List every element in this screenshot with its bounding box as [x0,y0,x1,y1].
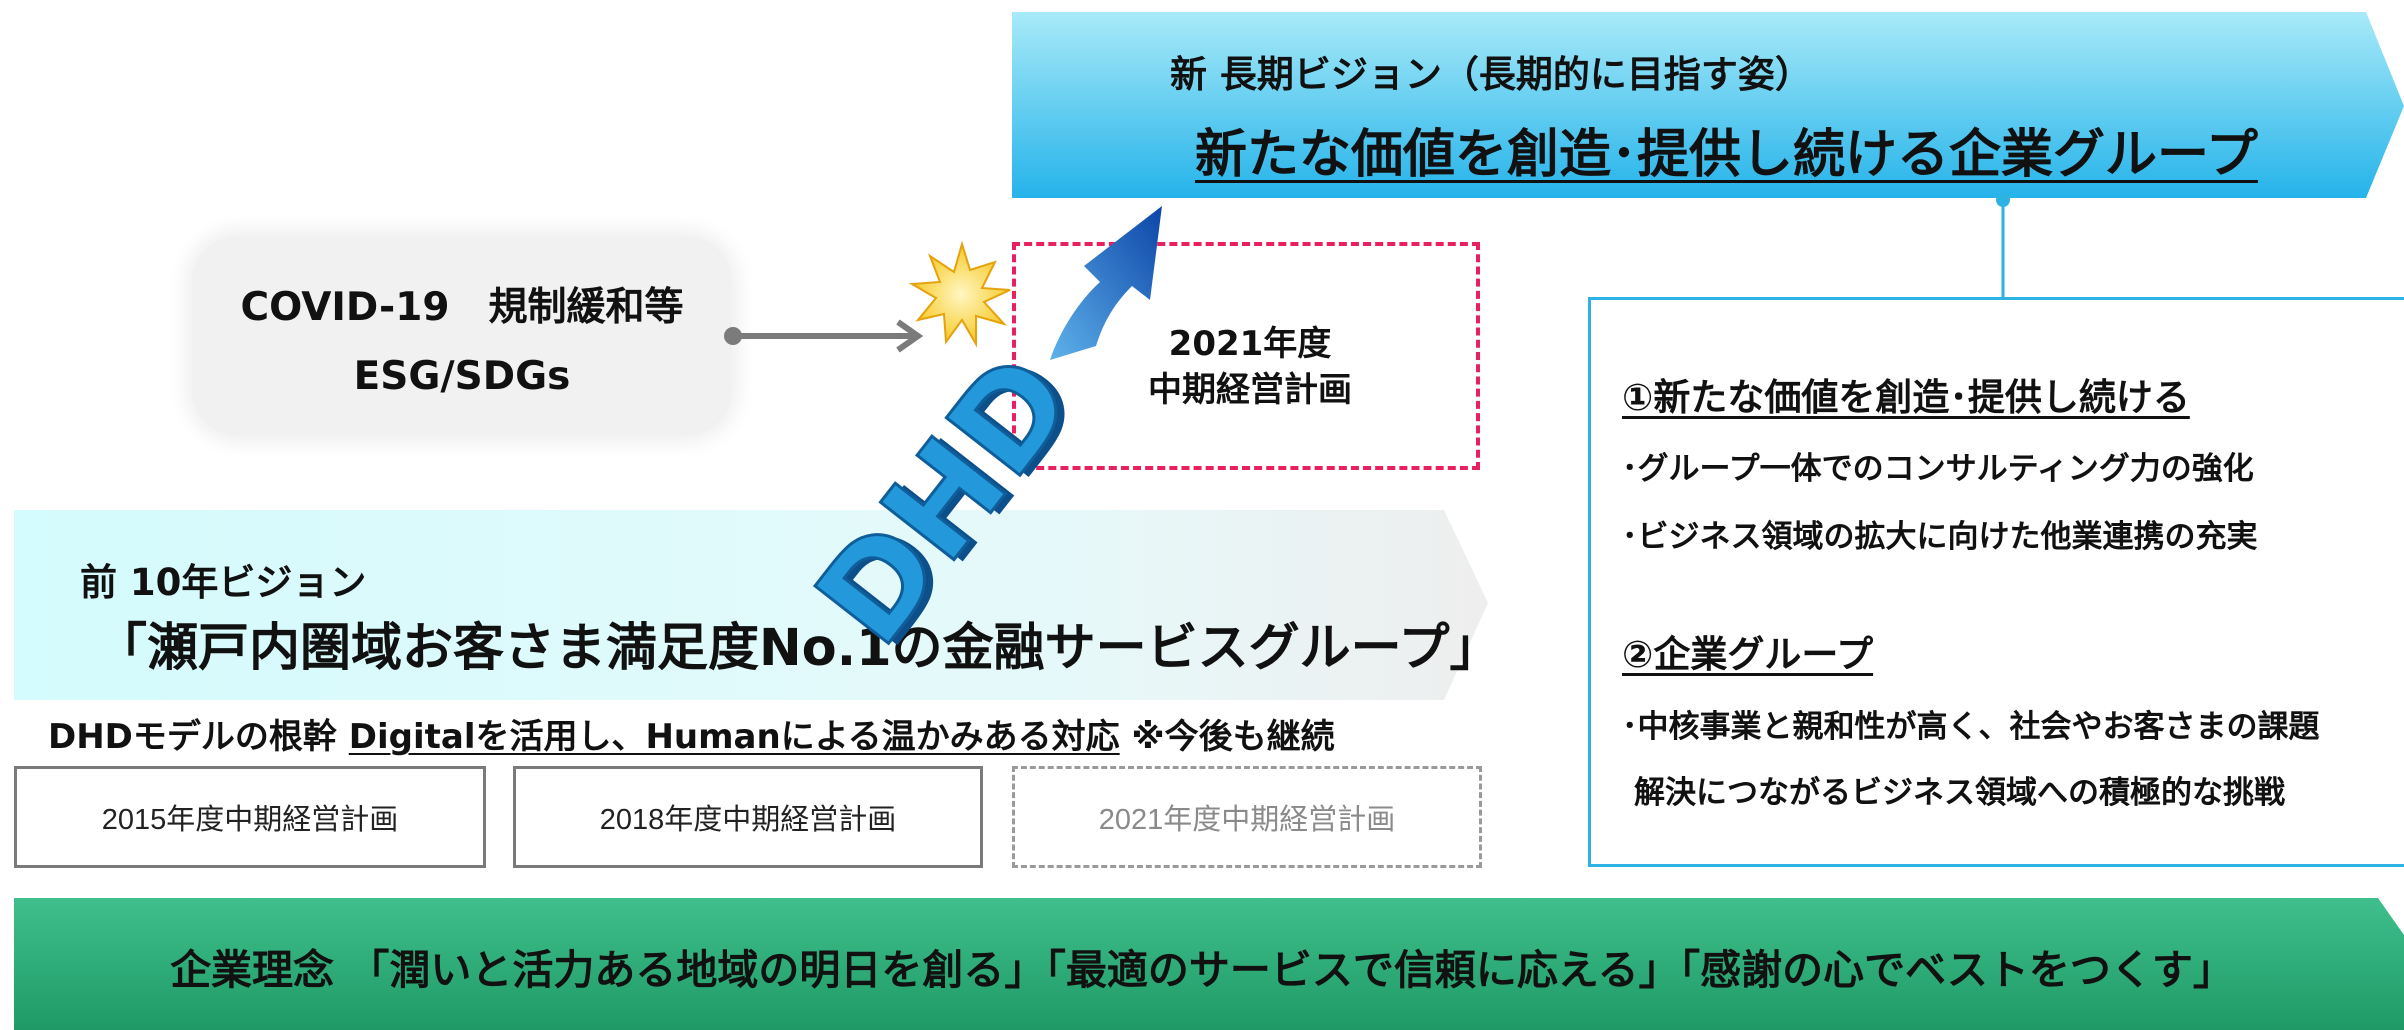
plan-box-2018: 2018年度中期経営計画 [513,766,983,868]
burst-icon [908,240,1011,348]
previous-vision-banner [14,510,1488,700]
dhd-logo-graphic: DHD DHD [787,206,1162,673]
connector-line [1996,193,2010,298]
dhd-model-core: Digitalを活用し、Humanによる温かみある対応 [348,717,1120,757]
goals-panel [1588,297,2404,867]
goal-heading-1: ①新たな価値を創造･提供し続ける [1622,376,2190,419]
previous-vision-title: 「瀬戸内圏域お客さま満足度No.1の金融サービスグループ」 [96,619,1501,678]
dhd-model-suffix: ※今後も継続 [1119,717,1335,757]
goal-item-1-2: ･ビジネス領域の拡大に向けた他業連携の充実 [1622,519,2258,555]
previous-vision-subtitle: 前 10年ビジョン [80,561,367,604]
goal-heading-2: ②企業グループ [1622,633,1874,676]
plan-box-2021: 2021年度中期経営計画 [1012,766,1482,868]
vision-title: 新たな価値を創造･提供し続ける企業グループ [1195,125,2258,185]
trends-line-1: COVID-19 規制緩和等 [240,285,684,330]
plan-box-2015: 2015年度中期経営計画 [14,766,486,868]
plan-2021-name: 中期経営計画 [1148,370,1352,410]
trends-box [192,236,732,436]
goal-item-1-1: ･グループ一体でのコンサルティング力の強化 [1622,451,2254,487]
trends-line-2: ESG/SDGs [353,354,571,399]
rising-arrow-icon [1050,206,1162,360]
goal-item-2-1: ･中核事業と親和性が高く、社会やお客さまの課題 [1622,709,2320,745]
plan-2021-box [1012,242,1480,470]
dhd-model-text: DHDモデルの根幹 Digitalを活用し、Humanによる温かみある対応 ※今… [48,709,1335,758]
vision-subtitle: 新 長期ビジョン（長期的に目指す姿） [1170,53,1812,96]
goal-item-2-2: 解決につながるビジネス領域への積極的な挑戦 [1634,775,2285,811]
dhd-model-prefix: DHDモデルの根幹 [48,717,349,757]
plan-2021-year: 2021年度 [1168,324,1332,364]
vision-banner [1012,12,2404,198]
philosophy-text: 企業理念 「潤いと活力ある地域の明日を創る」「最適のサービスで信頼に応える」「感… [170,946,2234,994]
trend-arrow [724,319,924,353]
